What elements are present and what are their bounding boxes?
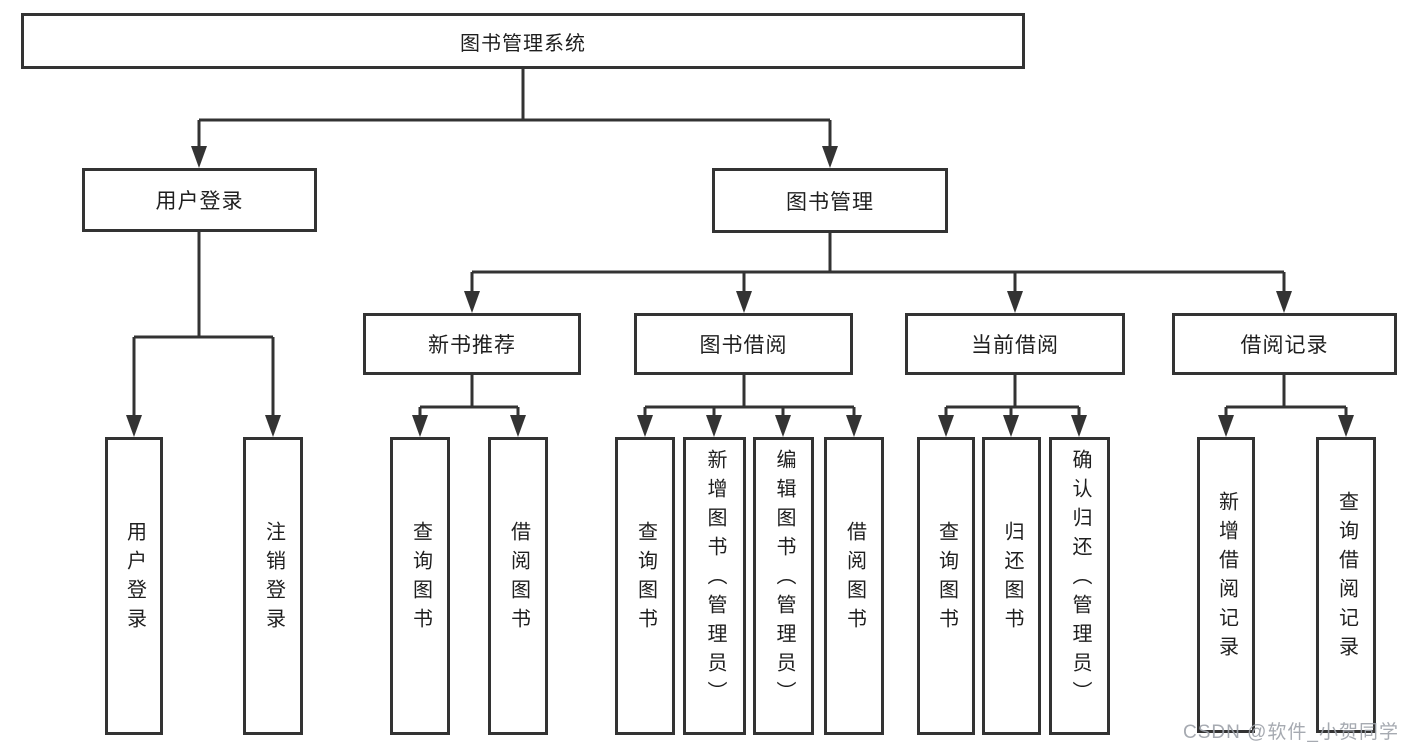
leaf-cb-query-books: 查询图书 — [917, 437, 975, 735]
leaf-nbr-query-books-label: 查询图书 — [409, 521, 432, 637]
watermark: CSDN @软件_小贺同学 — [1183, 722, 1399, 743]
leaf-cb-confirm-return-admin-label: 确认归还（管理员） — [1069, 448, 1091, 710]
node-user-login-label: 用户登录 — [155, 190, 244, 213]
leaf-logout: 注销登录 — [243, 437, 303, 735]
leaf-bb-query-books: 查询图书 — [615, 437, 675, 735]
leaf-nbr-borrow-books: 借阅图书 — [488, 437, 548, 735]
leaf-user-login: 用户登录 — [105, 437, 163, 735]
leaf-logout-label: 注销登录 — [262, 521, 285, 637]
leaf-cb-query-books-label: 查询图书 — [935, 521, 958, 637]
node-user-login: 用户登录 — [82, 168, 317, 232]
leaf-nbr-query-books: 查询图书 — [390, 437, 450, 735]
leaf-bb-edit-books-admin: 编辑图书（管理员） — [753, 437, 814, 735]
node-new-book-recommend-label: 新书推荐 — [428, 334, 516, 357]
leaf-cb-return-books-label: 归还图书 — [1001, 521, 1023, 637]
node-current-borrowing-label: 当前借阅 — [971, 334, 1059, 357]
leaf-bb-query-books-label: 查询图书 — [634, 521, 657, 637]
node-root: 图书管理系统 — [21, 13, 1025, 69]
leaf-br-query-record: 查询借阅记录 — [1316, 437, 1376, 733]
leaf-nbr-borrow-books-label: 借阅图书 — [507, 521, 530, 637]
node-book-borrowing: 图书借阅 — [634, 313, 853, 375]
leaf-bb-edit-books-admin-label: 编辑图书（管理员） — [773, 448, 795, 710]
leaf-cb-return-books: 归还图书 — [982, 437, 1041, 735]
leaf-bb-borrow-books-label: 借阅图书 — [843, 521, 866, 637]
leaf-user-login-label: 用户登录 — [123, 521, 146, 637]
leaf-br-add-record-label: 新增借阅记录 — [1215, 491, 1238, 665]
leaf-br-add-record: 新增借阅记录 — [1197, 437, 1255, 733]
node-borrowing-records-label: 借阅记录 — [1240, 334, 1329, 357]
node-book-management: 图书管理 — [712, 168, 948, 233]
node-borrowing-records: 借阅记录 — [1172, 313, 1397, 375]
leaf-bb-add-books-admin-label: 新增图书（管理员） — [704, 448, 726, 710]
node-current-borrowing: 当前借阅 — [905, 313, 1125, 375]
node-book-borrowing-label: 图书借阅 — [699, 334, 788, 357]
node-new-book-recommend: 新书推荐 — [363, 313, 581, 375]
node-book-management-label: 图书管理 — [786, 190, 874, 214]
leaf-bb-borrow-books: 借阅图书 — [824, 437, 884, 735]
leaf-bb-add-books-admin: 新增图书（管理员） — [683, 437, 746, 735]
arrowhead-icons — [126, 146, 1354, 437]
node-root-label: 图书管理系统 — [460, 32, 586, 55]
leaf-cb-confirm-return-admin: 确认归还（管理员） — [1049, 437, 1110, 735]
leaf-br-query-record-label: 查询借阅记录 — [1335, 491, 1358, 665]
